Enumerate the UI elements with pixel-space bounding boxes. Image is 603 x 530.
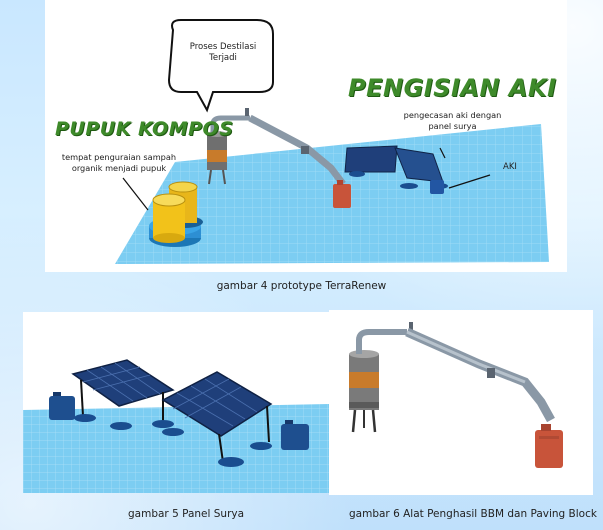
solar-panel-figure	[23, 312, 329, 493]
arrow-to-battery	[448, 174, 491, 189]
note-solar-charging: pengecasan aki dengan panel surya	[403, 110, 502, 131]
prototype-figure	[45, 0, 567, 272]
speech-bubble	[167, 19, 274, 113]
bbm-device-figure	[329, 310, 593, 495]
caption-figure-6: gambar 6 Alat Penghasil BBM dan Paving B…	[349, 508, 597, 520]
prototype-illustration	[115, 19, 549, 264]
note-compost: tempat penguraian sampah organik menjadi…	[61, 152, 177, 173]
caption-figure-5: gambar 5 Panel Surya	[128, 508, 245, 520]
solar-panels	[344, 145, 448, 194]
label-aki: AKI	[503, 162, 517, 172]
caption-figure-4: gambar 4 prototype TerraRenew	[216, 280, 387, 292]
title-pengisian-aki: PENGISIAN AKI	[348, 74, 557, 102]
arrow-to-panel	[439, 147, 446, 159]
speech-bubble-text: Proses Destilasi Terjadi	[189, 42, 257, 63]
compost-bins	[149, 181, 203, 247]
fuel-jerrycan	[333, 180, 351, 208]
distillation-column	[207, 108, 346, 187]
title-pupuk-kompos: PUPUK KOMPOS	[55, 118, 234, 140]
solar-panel-illustration	[23, 359, 329, 493]
bbm-device-illustration	[349, 322, 563, 468]
arrow-to-bins	[122, 177, 149, 211]
